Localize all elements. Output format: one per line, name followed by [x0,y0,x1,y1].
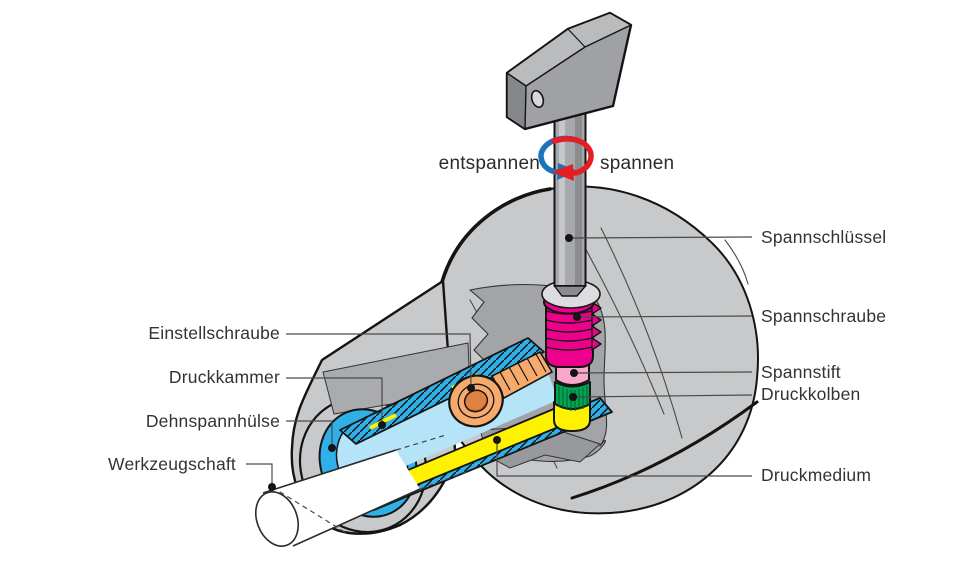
leader-werkzeugschaft-dashed [271,486,349,535]
clamp-arrow-cw [551,136,594,176]
label-druckkammer: Druckkammer [168,367,280,387]
clamping-key [505,11,633,297]
label-spannschluessel: Spannschlüssel [761,227,887,247]
leader-einstellschraube [286,333,472,387]
rotation-arrows [538,135,594,181]
leader-werkzeugschaft [246,463,273,485]
label-druckmedium: Druckmedium [761,465,872,485]
leader-spannschluessel [568,236,753,239]
label-werkzeugschaft: Werkzeugschaft [108,454,236,474]
label-druckkolben: Druckkolben [761,384,861,404]
label-spannstift: Spannstift [761,362,841,382]
key-handle [505,11,633,131]
rotation-label-unclamp: entspannen [438,153,540,174]
leader-druckkolben [572,394,753,398]
tool-shank [255,434,467,547]
leader-spannschraube [576,315,753,318]
leader-dehnspannhuelse [286,420,333,446]
leader-druckkammer [286,377,383,423]
adjusting-screw [448,350,554,428]
leader-spannstift [573,371,753,374]
leader-druckmedium [496,440,752,477]
label-einstellschraube: Einstellschraube [148,323,280,343]
label-dehnspannhuelse: Dehnspannhülse [145,411,280,431]
handle-hole [530,89,545,109]
rotation-label-clamp: spannen [600,153,675,174]
leader-dots [268,234,581,491]
label-spannschraube: Spannschraube [761,306,887,326]
leader-lines [246,236,753,535]
